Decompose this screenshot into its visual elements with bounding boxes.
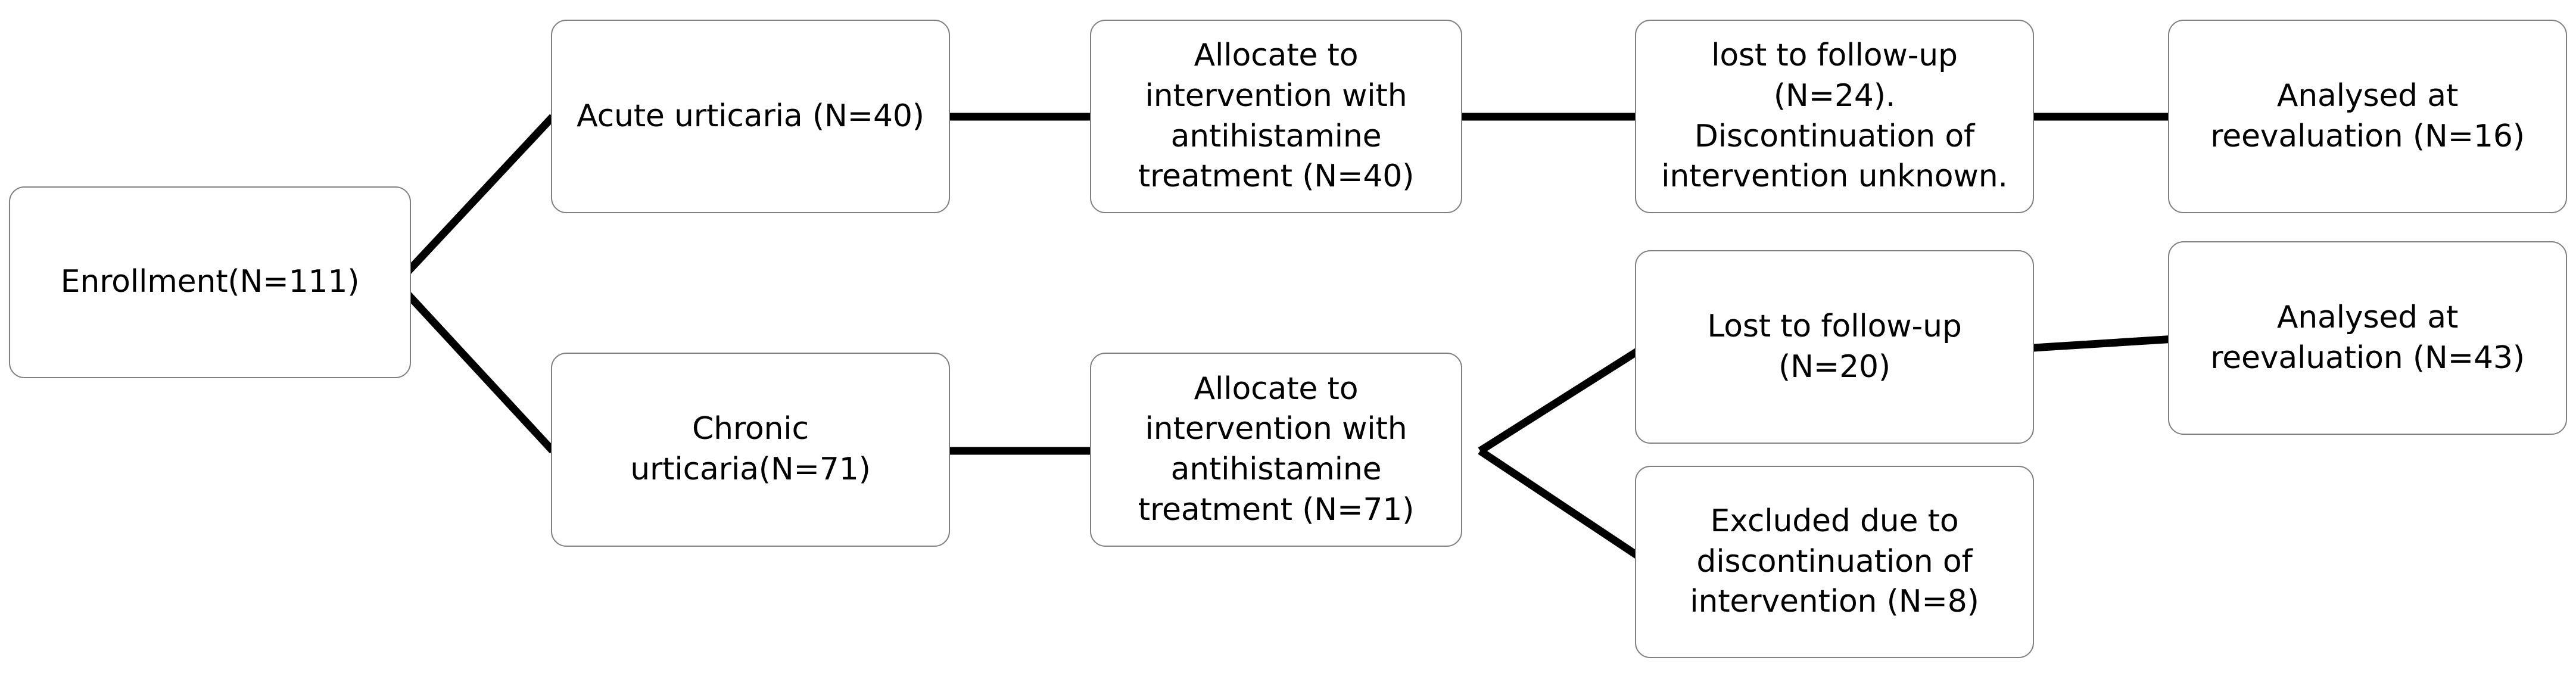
- node-chronic-urticaria[interactable]: Chronic urticaria(N=71): [551, 353, 950, 547]
- node-acute-urticaria[interactable]: Acute urticaria (N=40): [551, 20, 950, 213]
- node-enrollment-label: Enrollment(N=111): [60, 264, 360, 300]
- node-excluded-chronic-label: Excluded due to discontinuation of inter…: [1690, 503, 1979, 620]
- node-enrollment[interactable]: Enrollment(N=111): [9, 186, 411, 378]
- node-acute-urticaria-label: Acute urticaria (N=40): [577, 98, 924, 134]
- node-lost-to-followup-chronic[interactable]: Lost to follow-up (N=20): [1635, 250, 2034, 444]
- node-excluded-chronic[interactable]: Excluded due to discontinuation of inter…: [1635, 466, 2034, 658]
- node-allocate-acute[interactable]: Allocate to intervention with antihistam…: [1090, 20, 1462, 213]
- node-allocate-chronic-label: Allocate to intervention with antihistam…: [1138, 370, 1415, 528]
- node-analysed-chronic[interactable]: Analysed at reevaluation (N=43): [2168, 241, 2567, 435]
- node-allocate-acute-label: Allocate to intervention with antihistam…: [1138, 38, 1415, 195]
- node-analysed-acute-label: Analysed at reevaluation (N=16): [2210, 77, 2525, 154]
- node-analysed-acute[interactable]: Analysed at reevaluation (N=16): [2168, 20, 2567, 213]
- node-lost-to-followup-acute[interactable]: lost to follow-up (N=24). Discontinuatio…: [1635, 20, 2034, 213]
- node-lost-to-followup-acute-label: lost to follow-up (N=24). Discontinuatio…: [1661, 38, 2008, 195]
- node-allocate-chronic[interactable]: Allocate to intervention with antihistam…: [1090, 353, 1462, 547]
- edge-lost2-to-analysed: [2023, 335, 2176, 353]
- node-chronic-urticaria-label: Chronic urticaria(N=71): [630, 411, 871, 487]
- edge-allocate2-to-excluded: [1478, 447, 1646, 563]
- edge-enrollment-to-chronic: [394, 280, 556, 454]
- edge-allocate2-to-lost: [1478, 344, 1646, 454]
- node-analysed-chronic-label: Analysed at reevaluation (N=43): [2210, 299, 2525, 376]
- node-lost-to-followup-chronic-label: Lost to follow-up (N=20): [1707, 308, 1962, 385]
- edge-enrollment-to-acute: [394, 114, 556, 286]
